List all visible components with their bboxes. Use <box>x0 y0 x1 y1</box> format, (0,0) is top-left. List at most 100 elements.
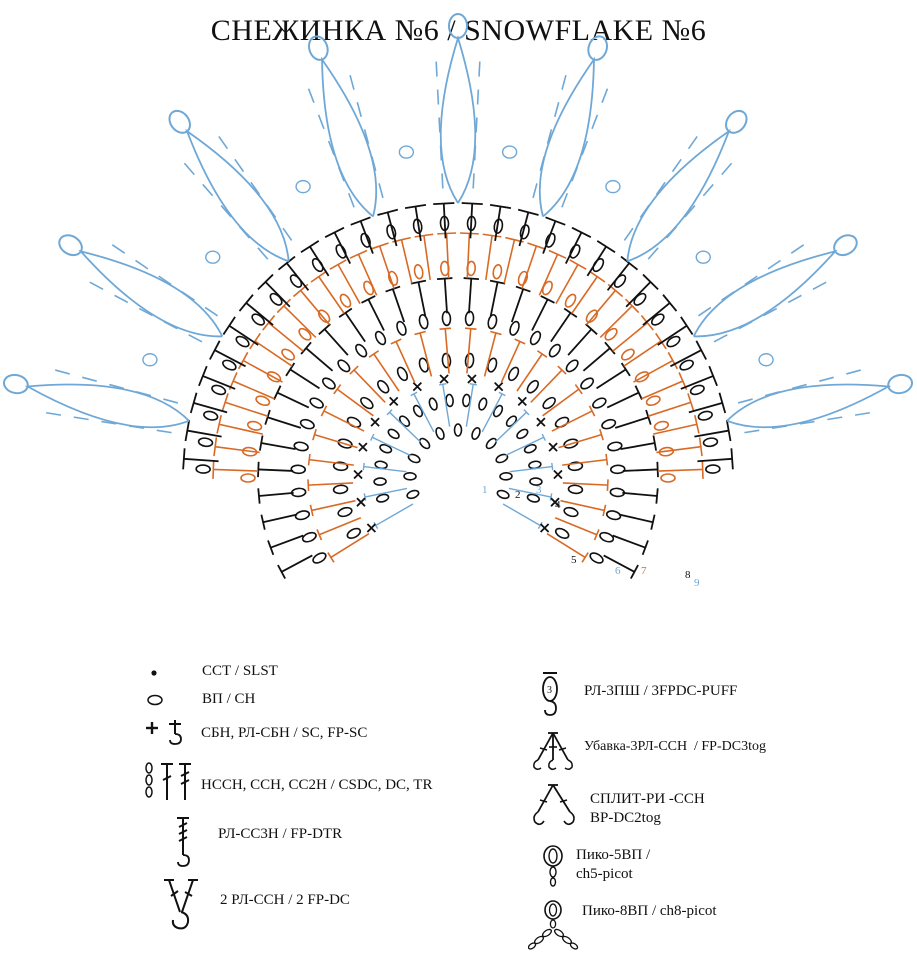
chain-stitch-row8 <box>697 410 713 421</box>
dc-stitch-row3 <box>504 436 545 457</box>
blue-stitch <box>571 166 579 182</box>
blue-stitch <box>218 135 229 150</box>
blue-stitch <box>846 369 861 375</box>
dc-stitch-row5 <box>530 369 563 403</box>
dc-stitch-row5 <box>308 482 354 486</box>
chain-stitch-row7 <box>240 473 256 483</box>
dc-stitch-row5-cap <box>464 327 477 330</box>
dc-stitch-row8-cap <box>571 226 592 239</box>
chain-stitch-row2 <box>529 477 543 486</box>
dc-stitch-row6-cap <box>258 435 264 451</box>
dc-stitch-row5 <box>330 532 370 559</box>
chain-stitch-row5 <box>599 531 615 543</box>
dc-stitch-row5 <box>516 353 543 392</box>
chain-stitch-row7 <box>492 264 503 280</box>
dc-stitch-row8-cap <box>238 294 254 312</box>
dc-stitch-row6 <box>622 491 658 497</box>
dc-stitch-row3 <box>375 503 414 527</box>
blue-stitch <box>371 156 377 172</box>
blue-spike <box>185 128 290 263</box>
small-picot-mark <box>142 353 158 367</box>
dc-stitch-row7 <box>466 233 471 279</box>
dc-stitch-row7-cap <box>482 233 502 238</box>
chain-stitch-row4 <box>542 396 556 410</box>
sc-stitch-row4 <box>389 396 399 407</box>
dc-stitch-row8-cap <box>277 255 296 271</box>
dc-stitch-row3-cap <box>362 462 365 471</box>
dc-stitch-row6-cap <box>604 341 616 355</box>
chain-stitch-row4 <box>441 352 452 369</box>
blue-stitch <box>744 429 760 434</box>
dc-stitch-row3-cap <box>549 493 553 501</box>
picot-mark <box>587 35 609 61</box>
single-crochet-symbol-icon <box>146 720 182 745</box>
blue-stitch <box>55 369 70 375</box>
dc-stitch-row8 <box>642 302 671 326</box>
dc-stitch-row6 <box>323 328 349 356</box>
blue-stitch <box>188 334 203 343</box>
dc-stitch-row3 <box>465 384 474 427</box>
dc-stitch-row7-cap <box>249 332 261 350</box>
dc-stitch-row6-cap <box>641 540 649 556</box>
chain-stitch-row2 <box>516 428 529 440</box>
dc-stitch-row7 <box>213 468 259 472</box>
dc-stitch-row8 <box>245 302 274 326</box>
dc-stitch-row6 <box>606 391 640 409</box>
dc-stitch-row7-cap <box>329 259 347 270</box>
legend-dc3tog-label-en: / FP-DC3tog <box>694 739 766 754</box>
blue-stitch <box>204 306 219 317</box>
dc-stitch-row8 <box>183 457 219 463</box>
dc-stitch-row8 <box>414 206 422 242</box>
dc-stitch-row6-cap <box>463 277 479 280</box>
dc-stitch-row8-cap <box>222 316 236 335</box>
dc-stitch-row5 <box>466 328 472 374</box>
sc-stitch-row4 <box>517 396 527 407</box>
sc-stitch-row4 <box>553 469 563 480</box>
chain-stitch-row7 <box>317 309 331 323</box>
dc-stitch-row8-cap <box>725 420 732 442</box>
blue-stitch <box>327 140 335 156</box>
chain-stitch-row5 <box>589 552 604 564</box>
chain-stitch-row7 <box>413 264 424 280</box>
dc-stitch-row5-cap <box>557 365 567 375</box>
chain-stitch-row2 <box>428 397 438 411</box>
blue-stitch <box>819 376 834 382</box>
blue-stitch <box>307 88 315 103</box>
dc-stitch-row7 <box>503 239 516 284</box>
dc-stitch-row8 <box>680 375 714 390</box>
dc-stitch-row3 <box>413 393 435 433</box>
chain-stitch-row5 <box>301 531 317 543</box>
chain-stitch-row4 <box>332 484 349 495</box>
dc-stitch-row8 <box>214 349 246 368</box>
row-number-label: 9 <box>694 577 700 589</box>
dc-stitch-row3 <box>502 503 541 527</box>
dc-stitch-row5-cap <box>368 350 380 358</box>
chain-stitch-row5 <box>294 510 311 521</box>
dc-stitch-row7 <box>652 423 698 435</box>
blue-stitch <box>792 383 807 390</box>
dc-stitch-row6 <box>267 416 302 429</box>
dc-stitch-row8-cap <box>300 240 320 253</box>
blue-stitch <box>721 162 733 176</box>
dc-stitch-row8-cap <box>350 216 371 226</box>
chain-stitch-row7 <box>339 293 352 308</box>
chain-stitch-row5 <box>605 510 622 521</box>
blue-stitch <box>128 425 145 430</box>
chain-stitch-row4 <box>337 506 353 518</box>
dc-stitch-row6-cap <box>650 514 656 530</box>
chain-stitch-row8 <box>519 224 530 240</box>
small-picot-mark <box>758 353 774 367</box>
dc-stitch-row6 <box>344 312 366 343</box>
blue-stitch <box>687 135 698 150</box>
sc-stitch-row4 <box>356 497 366 507</box>
dc-stitch-row6-cap <box>652 435 658 451</box>
dc-stitch-row8-cap <box>461 202 483 206</box>
blue-stitch <box>790 244 805 254</box>
dc-stitch-row7 <box>445 233 450 279</box>
dc-stitch-row8-cap <box>433 202 455 206</box>
chain-stitch-row2 <box>412 404 424 418</box>
chain-stitch-row5 <box>321 377 336 390</box>
blue-stitch <box>109 383 124 390</box>
blue-stitch <box>539 156 545 172</box>
dc-stitch-row3-cap <box>551 462 554 471</box>
